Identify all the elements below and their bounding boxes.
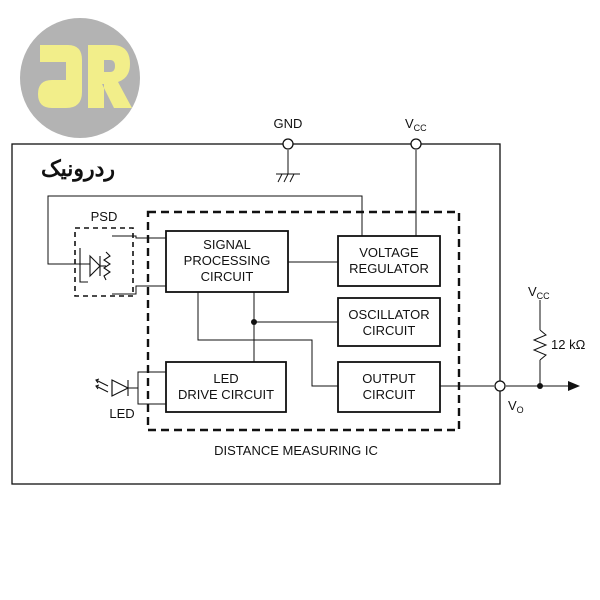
output-arrow-icon (568, 381, 580, 391)
output-block: OUTPUT CIRCUIT (337, 361, 441, 413)
svg-text:OSCILLATOR: OSCILLATOR (348, 307, 429, 322)
gnd-label: GND (274, 116, 303, 131)
led-label: LED (109, 406, 134, 421)
svg-text:VOLTAGE: VOLTAGE (359, 245, 419, 260)
led-symbol (95, 378, 130, 397)
vo-pin (494, 380, 506, 392)
vcc-ext-label: VCC (528, 284, 550, 301)
logo: ردرونیک (20, 18, 140, 182)
junction-dot (537, 383, 543, 389)
psd-label: PSD (91, 209, 118, 224)
logo-d-shape (38, 45, 82, 108)
svg-text:REGULATOR: REGULATOR (349, 261, 429, 276)
vo-label: VO (508, 398, 524, 415)
psd-symbol (79, 248, 111, 283)
junction-dot (251, 319, 257, 325)
signal-processing-block: SIGNAL PROCESSING CIRCUIT (165, 230, 289, 293)
oscillator-block: OSCILLATOR CIRCUIT (337, 297, 441, 347)
svg-text:CIRCUIT: CIRCUIT (363, 387, 416, 402)
svg-text:PROCESSING: PROCESSING (184, 253, 271, 268)
logo-text: ردرونیک (41, 156, 115, 182)
ic-dashed-boundary (146, 210, 461, 432)
wires (47, 150, 570, 405)
logo-r-shape (88, 45, 132, 108)
svg-text:DRIVE CIRCUIT: DRIVE CIRCUIT (178, 387, 274, 402)
vcc-label: VCC (405, 116, 427, 133)
voltage-regulator-block: VOLTAGE REGULATOR (337, 235, 441, 287)
outer-package-outline (11, 143, 501, 485)
svg-text:SIGNAL: SIGNAL (203, 237, 251, 252)
led-drive-block: LED DRIVE CIRCUIT (165, 361, 287, 413)
psd-dashed-box (74, 227, 134, 297)
vcc-pin (410, 138, 422, 150)
svg-text:OUTPUT: OUTPUT (362, 371, 416, 386)
resistor-label: 12 kΩ (551, 337, 586, 352)
svg-text:CIRCUIT: CIRCUIT (201, 269, 254, 284)
gnd-pin (282, 138, 294, 150)
svg-text:CIRCUIT: CIRCUIT (363, 323, 416, 338)
svg-text:LED: LED (213, 371, 238, 386)
ic-caption: DISTANCE MEASURING IC (214, 443, 378, 458)
